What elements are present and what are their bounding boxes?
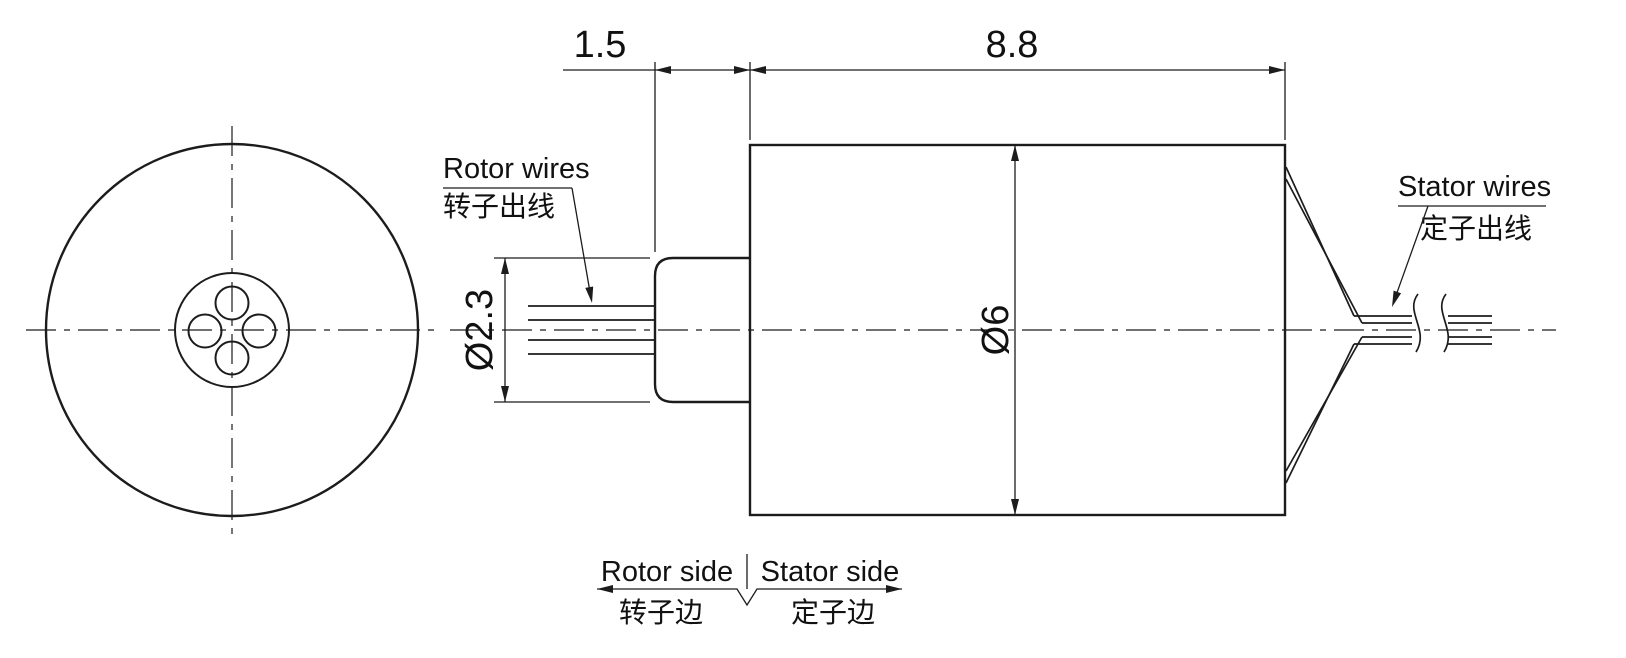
rotor-side-label-zh: 转子边 bbox=[619, 597, 703, 628]
stator-wire-diagonal bbox=[1285, 166, 1355, 317]
rotor-wires-label-zh: 转子出线 bbox=[443, 191, 555, 222]
stator-side-label-zh: 定子边 bbox=[791, 597, 875, 628]
wire-hole-right bbox=[241, 313, 277, 349]
dim-arrow bbox=[1269, 66, 1285, 74]
wire-hole-bottom bbox=[214, 340, 250, 376]
dim-arrow bbox=[1011, 499, 1019, 515]
dim-arrow bbox=[501, 258, 509, 274]
front-view bbox=[26, 126, 438, 534]
leader-line bbox=[1393, 205, 1429, 302]
rotor-cap-outline bbox=[653, 256, 750, 404]
dim-rotor-diameter-text: Ø2.3 bbox=[459, 289, 501, 371]
leader-arrow bbox=[585, 286, 594, 303]
dim-arrow bbox=[750, 66, 766, 74]
stator-wire-diagonal bbox=[1285, 178, 1363, 324]
wire-hole-left bbox=[187, 313, 223, 349]
dim-body-length-text: 8.8 bbox=[986, 24, 1039, 66]
side-indicator-line bbox=[597, 588, 902, 607]
break-mark bbox=[1412, 293, 1422, 353]
outer-housing-circle bbox=[44, 142, 420, 518]
dim-arrow bbox=[501, 386, 509, 402]
stator-wires-label: Stator wires 定子出线 bbox=[1392, 171, 1551, 307]
rotor-wires-label: Rotor wires 转子出线 bbox=[443, 153, 594, 303]
rotor-wires bbox=[528, 305, 655, 355]
dimension-body-diameter: Ø6 bbox=[975, 145, 1019, 515]
inner-bore-circle bbox=[174, 272, 290, 388]
dimension-body-length: 8.8 bbox=[750, 24, 1286, 140]
stator-body-outline bbox=[748, 143, 1287, 517]
break-mark bbox=[1440, 293, 1450, 353]
stator-wire-diagonal bbox=[1285, 336, 1363, 472]
dimension-rotor-length: 1.5 bbox=[563, 24, 751, 252]
stator-side-arrow bbox=[886, 585, 902, 593]
stator-wire-diagonal bbox=[1285, 343, 1355, 484]
dim-arrow bbox=[1011, 145, 1019, 161]
dim-arrow bbox=[734, 66, 750, 74]
side-view bbox=[450, 143, 1556, 517]
dimension-rotor-diameter: Ø2.3 bbox=[459, 257, 650, 403]
stator-wires bbox=[1285, 166, 1492, 484]
dim-arrow bbox=[655, 66, 671, 74]
rotor-side-arrow bbox=[597, 585, 613, 593]
dim-body-diameter-text: Ø6 bbox=[975, 305, 1017, 356]
leader-arrow bbox=[1392, 290, 1402, 307]
rotor-wires-label-en: Rotor wires bbox=[443, 153, 590, 185]
leader-line bbox=[571, 187, 591, 293]
stator-wires-label-en: Stator wires bbox=[1398, 171, 1551, 203]
rotor-side-label-en: Rotor side bbox=[601, 556, 733, 588]
stator-side-label-en: Stator side bbox=[761, 556, 900, 588]
dim-rotor-length-text: 1.5 bbox=[574, 24, 627, 66]
side-indicator: Rotor side Stator side 转子边 定子边 bbox=[597, 554, 902, 628]
stator-wires-label-zh: 定子出线 bbox=[1420, 213, 1532, 244]
wire-hole-top bbox=[214, 285, 250, 321]
